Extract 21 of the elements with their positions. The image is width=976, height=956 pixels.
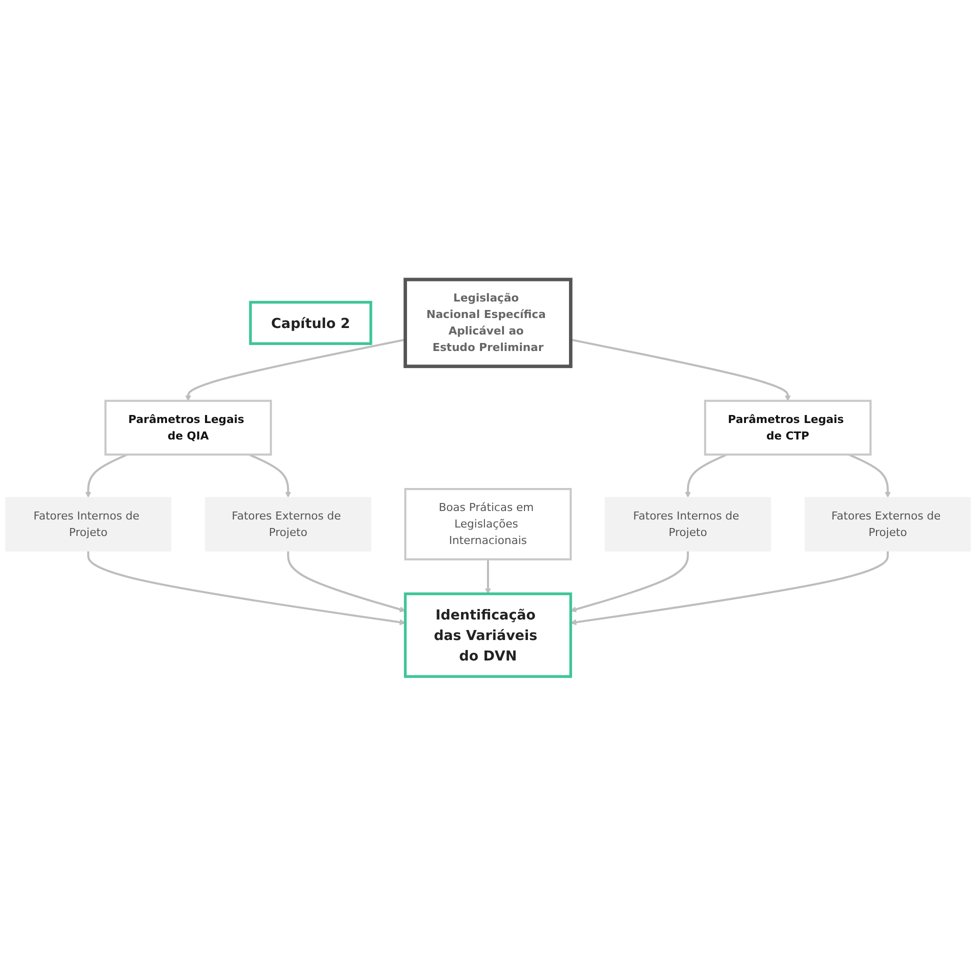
arrow [684,454,728,498]
node-box: Capítulo 2 [249,300,372,345]
node-box: Fatores Internos de Projeto [604,496,771,552]
node-box: Parâmetros Legais de QIA [104,400,272,456]
arrow [570,551,889,626]
node-box: Boas Práticas em Legislações Internacionais [404,488,572,560]
arrow [85,454,128,498]
node-box: Fatores Externos de Projeto [804,496,971,552]
arrow [848,454,891,498]
arrow [185,338,406,402]
arrow [87,551,406,626]
arrow [484,559,492,594]
arrow [287,551,406,612]
arrow [570,551,689,612]
arrow [248,454,292,498]
node-box: Fatores Internos de Projeto [5,496,172,552]
node-box: Identificação das Variáveis do DVN [404,592,572,678]
node-box: Fatores Externos de Projeto [205,496,372,552]
node-box: Parâmetros Legais de CTP [704,400,872,456]
arrow [570,338,791,402]
node-box: Legislação Nacional Específica Aplicável ao Estudo Preliminar [404,278,572,368]
